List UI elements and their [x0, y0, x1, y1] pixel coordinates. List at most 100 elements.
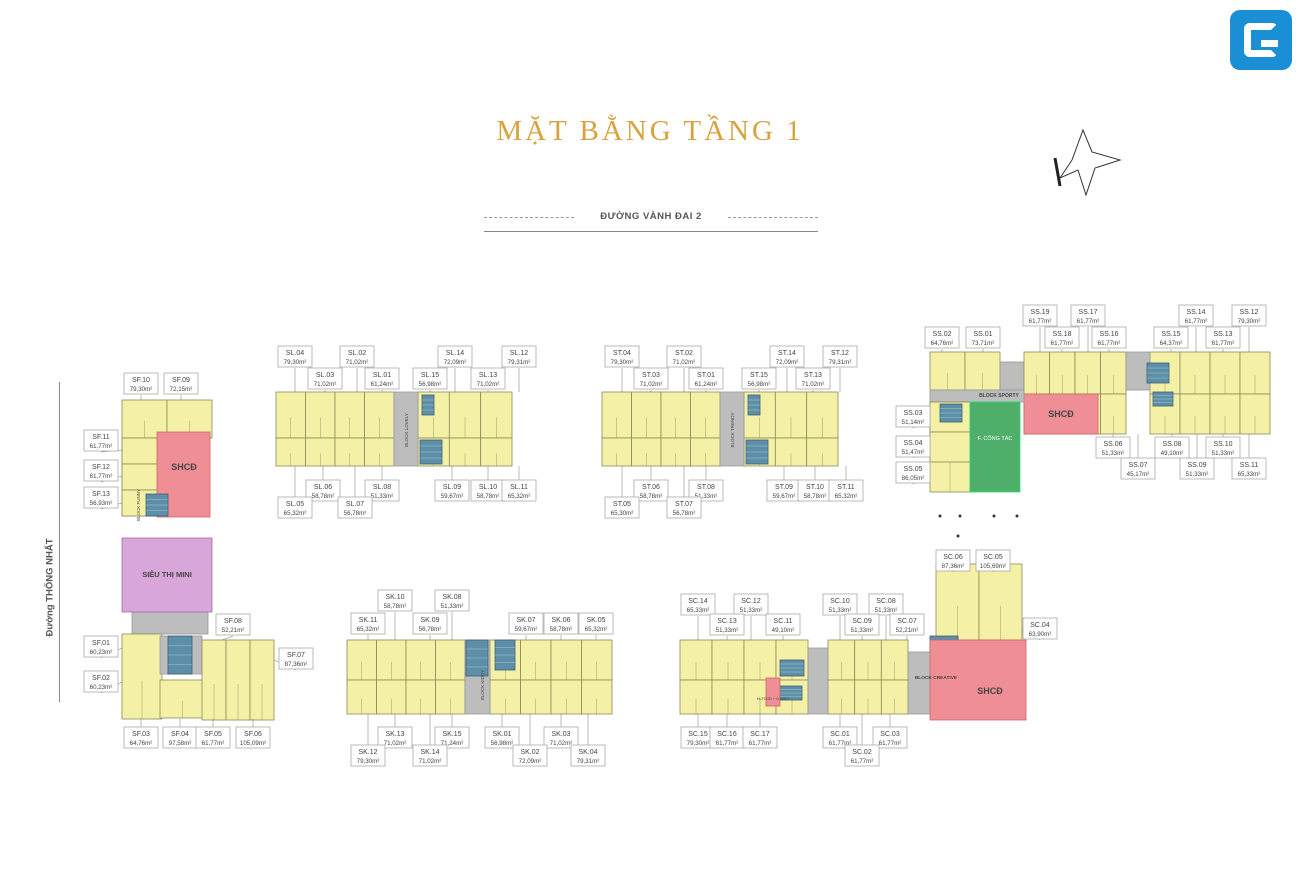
unit-id: SF.03 — [132, 731, 150, 738]
unit-label-box — [501, 479, 537, 502]
unit-label-box — [1205, 326, 1241, 349]
dot-marker — [992, 514, 996, 518]
unit-label-box — [195, 726, 231, 749]
unit-area: 61,77m² — [202, 740, 225, 747]
unit-id: ST.03 — [642, 372, 660, 379]
unit-id: ST.07 — [675, 501, 693, 508]
garden-area — [969, 401, 1021, 493]
unit-id: SC.09 — [852, 618, 872, 625]
unit-label-box — [935, 549, 971, 572]
unit-label-box — [215, 613, 251, 636]
unit-id: SC.14 — [688, 598, 708, 605]
unit-label-box — [543, 726, 579, 749]
unit-area: 79,30m² — [357, 758, 380, 765]
unit-area: 59,67m² — [515, 626, 538, 633]
unit-area: 56,78m² — [344, 510, 367, 517]
unit-area: 64,76m² — [130, 740, 153, 747]
unit-id: SL.15 — [421, 372, 439, 379]
unit-area: 71,02m² — [640, 381, 663, 388]
unit-id: SS.17 — [1078, 309, 1097, 316]
unit-area: 58,78m² — [384, 603, 407, 610]
shcd-label: SHCĐ — [1048, 409, 1074, 419]
unit-label-box — [1044, 326, 1080, 349]
unit-id: SL.01 — [373, 372, 391, 379]
unit-label-box — [1231, 457, 1267, 480]
unit-id: SF.07 — [287, 652, 305, 659]
dot-marker — [956, 534, 960, 538]
unit-label-box — [868, 593, 904, 616]
shcd-area — [1023, 393, 1099, 435]
unit-area: 63,90m² — [1029, 631, 1052, 638]
unit-cell — [121, 463, 161, 491]
corridor — [393, 391, 419, 467]
unit-id: SC.07 — [897, 618, 917, 625]
unit-area: 61,77m² — [829, 740, 852, 747]
unit-id: SK.03 — [551, 731, 570, 738]
unit-area: 65,30m² — [611, 510, 634, 517]
unit-id: SS.09 — [1187, 462, 1206, 469]
unit-label-box — [437, 345, 473, 368]
unit-label-box — [741, 367, 777, 390]
unit-label-box — [975, 549, 1011, 572]
unit-id: SF.08 — [224, 618, 242, 625]
unit-id: SK.12 — [358, 749, 377, 756]
unit-area: 58,78m² — [477, 493, 500, 500]
unit-id: SL.06 — [314, 484, 332, 491]
unit-label-box — [688, 367, 724, 390]
unit-id: SC.08 — [876, 598, 896, 605]
unit-area: 71,24m² — [441, 740, 464, 747]
unit-label-box — [1178, 304, 1214, 327]
unit-label-box — [364, 479, 400, 502]
unit-label-box — [412, 744, 448, 767]
unit-area: 61,77m² — [1212, 340, 1235, 347]
unit-id: SS.02 — [932, 331, 951, 338]
unit-area: 51,33m² — [851, 627, 874, 634]
unit-area: 65,32m² — [357, 626, 380, 633]
unit-area: 61,77m² — [1029, 318, 1052, 325]
unit-label-box — [688, 479, 724, 502]
unit-area: 79,30m² — [284, 359, 307, 366]
unit-label-box — [1022, 304, 1058, 327]
unit-label-box — [795, 367, 831, 390]
dot-marker — [1015, 514, 1019, 518]
unit-id: SL.04 — [286, 350, 304, 357]
supermarket-label: SIÊU THỊ MINI — [142, 570, 192, 579]
unit-area: 87,36m² — [285, 661, 308, 668]
unit-label-box — [543, 612, 579, 635]
unit-area: 79,31m² — [829, 359, 852, 366]
unit-id: SC.12 — [741, 598, 761, 605]
unit-id: ST.11 — [837, 484, 854, 491]
unit-label-box — [895, 461, 931, 484]
unit-area: 61,77m² — [1077, 318, 1100, 325]
unit-area: 61,77m² — [851, 758, 874, 765]
unit-area: 56,78m² — [673, 510, 696, 517]
unit-area: 72,09m² — [444, 359, 467, 366]
unit-area: 79,30m² — [611, 359, 634, 366]
unit-label-box — [277, 496, 313, 519]
unit-area: 61,24m² — [695, 381, 718, 388]
unit-area: 72,15m² — [170, 386, 193, 393]
unit-id: SK.01 — [492, 731, 511, 738]
block-tag: BLOCK SPORTY — [979, 393, 1019, 399]
unit-id: SK.02 — [520, 749, 539, 756]
unit-area: 64,37m² — [1160, 340, 1183, 347]
unit-label-box — [512, 744, 548, 767]
unit-id: SS.19 — [1030, 309, 1049, 316]
unit-label-box — [337, 496, 373, 519]
unit-area: 105,69m² — [980, 563, 1006, 570]
unit-area: 72,09m² — [519, 758, 542, 765]
unit-label-box — [578, 612, 614, 635]
compass-icon — [1058, 128, 1122, 197]
unit-label-box — [742, 726, 778, 749]
unit-area: 71,02m² — [419, 758, 442, 765]
unit-area: 79,30m² — [687, 740, 710, 747]
unit-area: 58,78m² — [550, 626, 573, 633]
unit-area: 56,78m² — [419, 626, 442, 633]
unit-label-box — [604, 496, 640, 519]
road-left-label: Đường THỐNG NHẤT — [40, 382, 60, 702]
shcd-area — [929, 639, 1027, 721]
unit-label-box — [339, 345, 375, 368]
unit-area: 71,02m² — [673, 359, 696, 366]
unit-id: SK.11 — [359, 617, 378, 624]
hifood-label: HI-FOOD + COMBO — [757, 697, 789, 701]
